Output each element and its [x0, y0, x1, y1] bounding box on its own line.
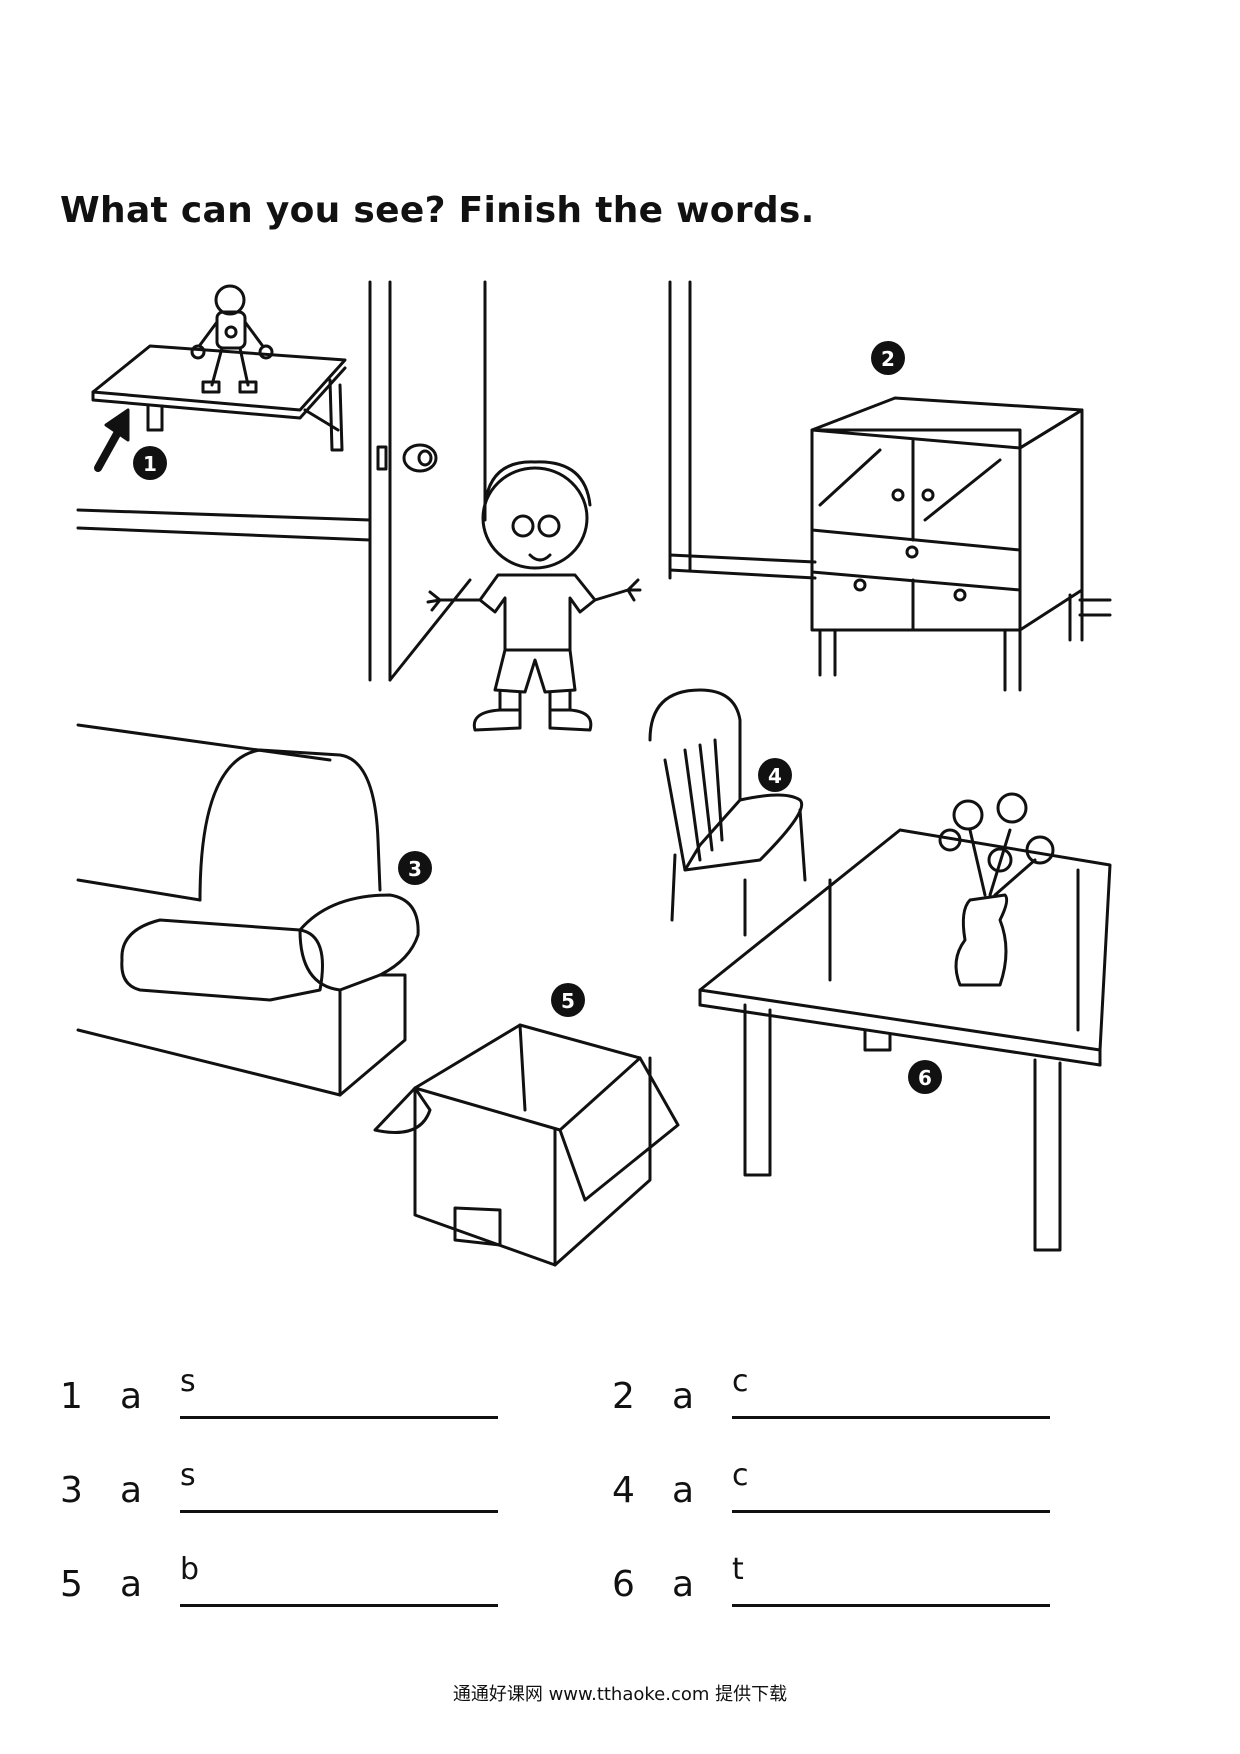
answer-number: 4 [612, 1470, 635, 1511]
answer-blank-line[interactable] [732, 1604, 1050, 1607]
answer-number: 6 [612, 1564, 635, 1605]
answer-blank-line[interactable] [180, 1416, 498, 1419]
cupboard [810, 396, 1084, 692]
answer-number: 1 [60, 1376, 83, 1417]
marker-2-icon: 2 [871, 341, 905, 375]
answer-article: a [120, 1470, 143, 1511]
answer-number: 3 [60, 1470, 83, 1511]
worksheet-title: What can you see? Finish the words. [60, 190, 815, 231]
box [373, 1023, 680, 1267]
answer-hint-letter: c [732, 1458, 749, 1493]
marker-5-icon: 5 [551, 983, 585, 1017]
answer-blank-line[interactable] [180, 1604, 498, 1607]
answer-hint-letter: s [180, 1458, 196, 1493]
answer-hint-letter: t [732, 1552, 744, 1587]
answer-blank-line[interactable] [180, 1510, 498, 1513]
answer-article: a [672, 1564, 695, 1605]
answer-hint-letter: c [732, 1364, 749, 1399]
answer-blank-line[interactable] [732, 1416, 1050, 1419]
marker-4-icon: 4 [758, 758, 792, 792]
arrow-icon [94, 408, 130, 472]
answer-article: a [672, 1470, 695, 1511]
number-markers: 1 2 3 4 5 6 [133, 341, 942, 1094]
boy [426, 460, 642, 732]
marker-6-icon: 6 [908, 1060, 942, 1094]
answer-article: a [672, 1376, 695, 1417]
svg-text:5: 5 [561, 989, 575, 1013]
answer-blank-line[interactable] [732, 1510, 1050, 1513]
answer-article: a [120, 1564, 143, 1605]
svg-text:1: 1 [143, 452, 157, 476]
chair [648, 688, 807, 937]
table [698, 792, 1112, 1252]
door [368, 280, 487, 682]
answer-section: 1 a s 2 a c 3 a s 4 a c 5 a b 6 a t [0, 1360, 1240, 1620]
svg-text:6: 6 [918, 1066, 932, 1090]
answer-number: 2 [612, 1376, 635, 1417]
sofa [76, 723, 420, 1097]
marker-1-icon: 1 [133, 446, 167, 480]
room-illustration: 1 2 3 4 5 6 [76, 280, 1112, 1267]
answer-hint-letter: s [180, 1364, 196, 1399]
shelf [91, 284, 347, 452]
svg-text:3: 3 [408, 857, 422, 881]
wall-lines [76, 280, 1112, 617]
svg-text:4: 4 [768, 764, 782, 788]
answer-article: a [120, 1376, 143, 1417]
svg-text:2: 2 [881, 347, 895, 371]
footer-source-note: 通通好课网 www.tthaoke.com 提供下载 [452, 1684, 788, 1705]
answer-number: 5 [60, 1564, 83, 1605]
marker-3-icon: 3 [398, 851, 432, 885]
answer-hint-letter: b [180, 1552, 200, 1587]
